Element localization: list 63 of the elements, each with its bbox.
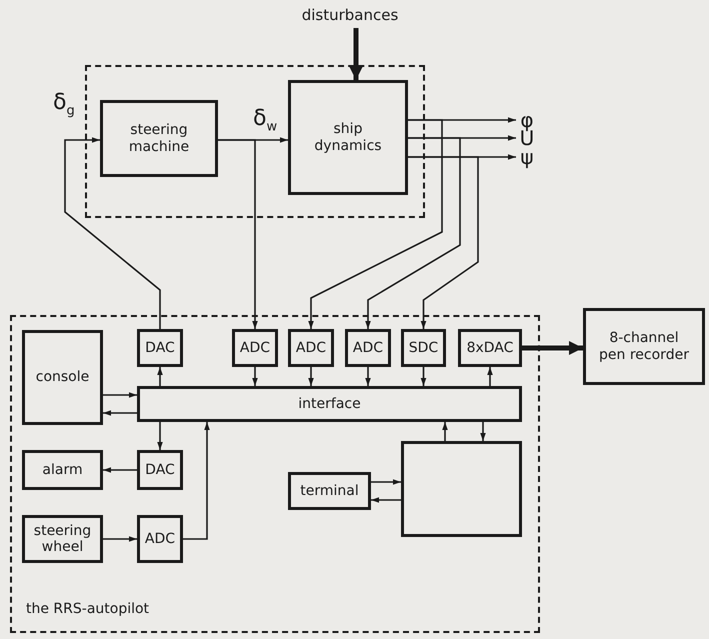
arrow [103,392,137,398]
block-label: interface [298,396,361,412]
block-label: 8xDAC [466,340,514,356]
block-box [137,329,183,367]
block-box [458,329,522,367]
block-box [288,80,408,195]
block-box [232,329,278,367]
block-label: console [36,369,90,386]
block-label: steering wheel [32,522,92,556]
arrow [64,137,161,329]
block-label: ADC [296,340,326,356]
block-box [288,472,371,510]
block-label: alarm [42,462,83,478]
arrow [103,467,137,473]
block-box [137,515,183,563]
block-label: 8-channel pen recorder [598,330,690,363]
block-box [137,386,522,422]
system-boundary [10,315,540,633]
block-box [345,329,391,367]
group-caption: the RRS-autopilot [26,600,150,617]
edge-label: δ$_{g}$ [52,92,76,118]
block-box [22,450,103,490]
arrow [308,119,443,329]
block-label: DAC [145,340,175,356]
block-label: ADC [240,340,270,356]
arrow [371,479,401,485]
arrow [349,28,363,80]
arrow [487,367,493,386]
edge-label: δ$_{w}$ [252,108,278,134]
arrow [480,422,486,441]
computer-box [401,441,522,537]
arrow [157,422,163,450]
block-box [401,329,446,367]
arrow [442,422,448,441]
block-label: ADC [144,530,176,548]
arrow [308,367,314,386]
arrow [103,410,137,416]
block-label: SDC [408,340,438,356]
arrow [252,367,258,386]
block-box [288,329,334,367]
block-box [137,450,183,490]
group-box [85,65,425,218]
block-label: terminal [300,482,359,500]
arrow [103,536,137,542]
arrow [365,137,461,329]
block-box [22,330,103,425]
arrow [420,367,426,386]
block-box [583,308,705,385]
signal-label: ψ [520,146,534,168]
block-box [100,100,218,177]
arrow [365,367,371,386]
block-box [22,515,103,563]
arrow [218,139,258,329]
block-label: steering machine [128,122,190,155]
arrow [522,341,583,355]
block-label: ship dynamics [313,121,383,154]
arrow [371,497,401,503]
signal-label: disturbances [302,7,398,25]
arrow [408,156,479,329]
block-label: ADC [352,340,384,356]
arrow [157,367,163,386]
arrow [183,422,210,540]
block-label: DAC [145,462,175,478]
